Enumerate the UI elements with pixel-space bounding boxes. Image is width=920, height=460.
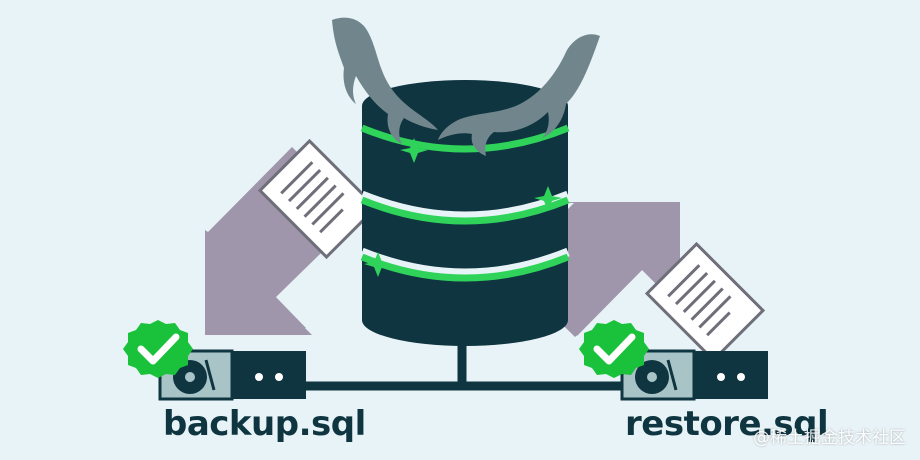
restore-drive-icon — [620, 349, 768, 401]
watermark-text: @稀土掘金技术社区 — [753, 428, 906, 448]
backup-document-icon — [257, 138, 379, 260]
restore-check-badge-icon — [579, 320, 649, 378]
backup-file-label: backup.sql — [163, 404, 366, 444]
sparkle-icon — [364, 138, 562, 277]
restore-file-label: restore.sql — [625, 404, 829, 444]
backup-drive-icon — [158, 349, 306, 401]
mysql-dolphin-icon — [332, 17, 600, 156]
restore-document-icon — [644, 241, 766, 363]
backup-check-badge-icon — [123, 320, 193, 378]
